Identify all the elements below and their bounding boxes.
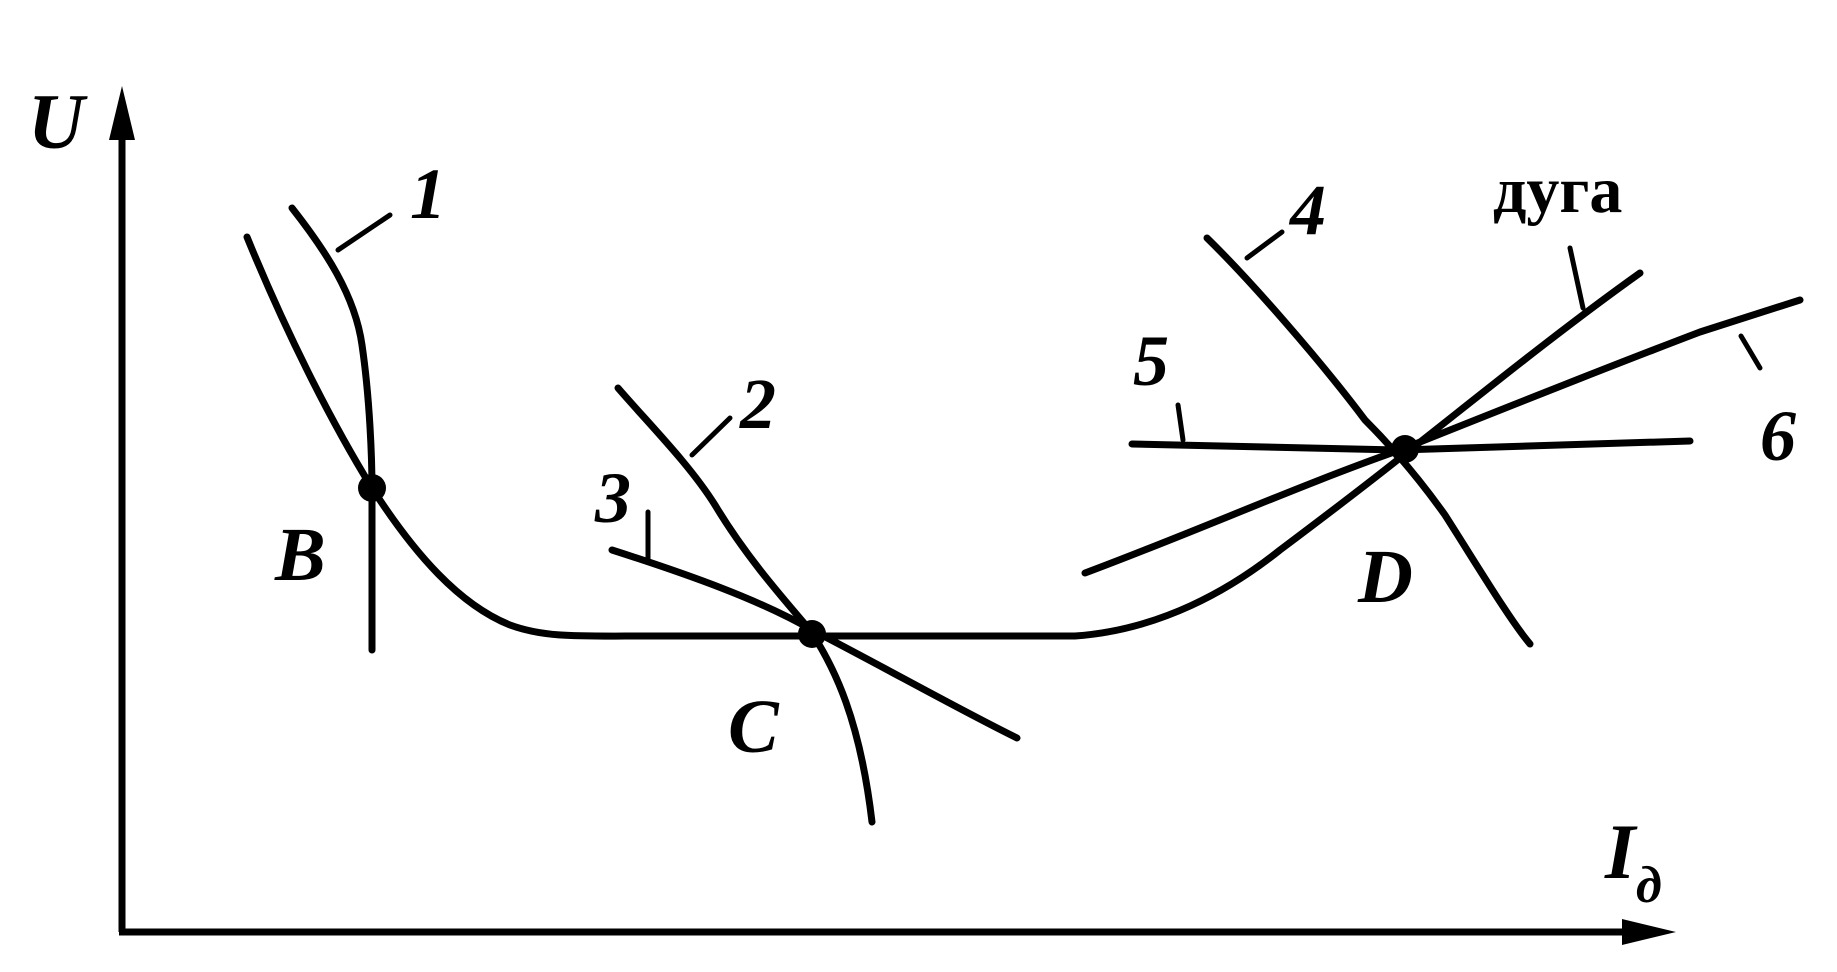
load-line-1 [288,204,376,654]
leader-4 [1244,229,1285,261]
y-axis-label: U [28,78,88,165]
load-line-2 [614,384,876,826]
leader-2 [689,415,733,458]
curve-label-3: 3 [594,458,631,538]
x-axis-label-subscript: д [1636,857,1662,914]
point-B-label: B [274,513,326,597]
curve-label-4: 4 [1288,170,1326,250]
leader-5 [1175,402,1186,443]
x-axis-label: I [1604,808,1638,895]
curve-label-2: 2 [739,364,776,444]
load-line-6 [1081,296,1804,577]
curve-label-6: 6 [1760,396,1796,476]
y-axis-arrow-icon [109,86,135,140]
arc-label: дуга [1493,154,1622,227]
leader-6 [1738,333,1763,371]
x-axis-arrow-icon [1622,919,1676,945]
point-D-marker [1391,435,1419,463]
discharge-characteristic-curve [243,233,1414,640]
point-C-label: C [728,685,780,769]
curve-label-1: 1 [410,154,446,234]
leader-1 [335,212,393,253]
curve-label-5: 5 [1133,321,1169,401]
leader-arc [1567,245,1586,311]
point-C-marker [798,620,826,648]
point-D-label: D [1357,535,1413,619]
point-B-marker [358,474,386,502]
arc-region-curve [1406,269,1644,454]
